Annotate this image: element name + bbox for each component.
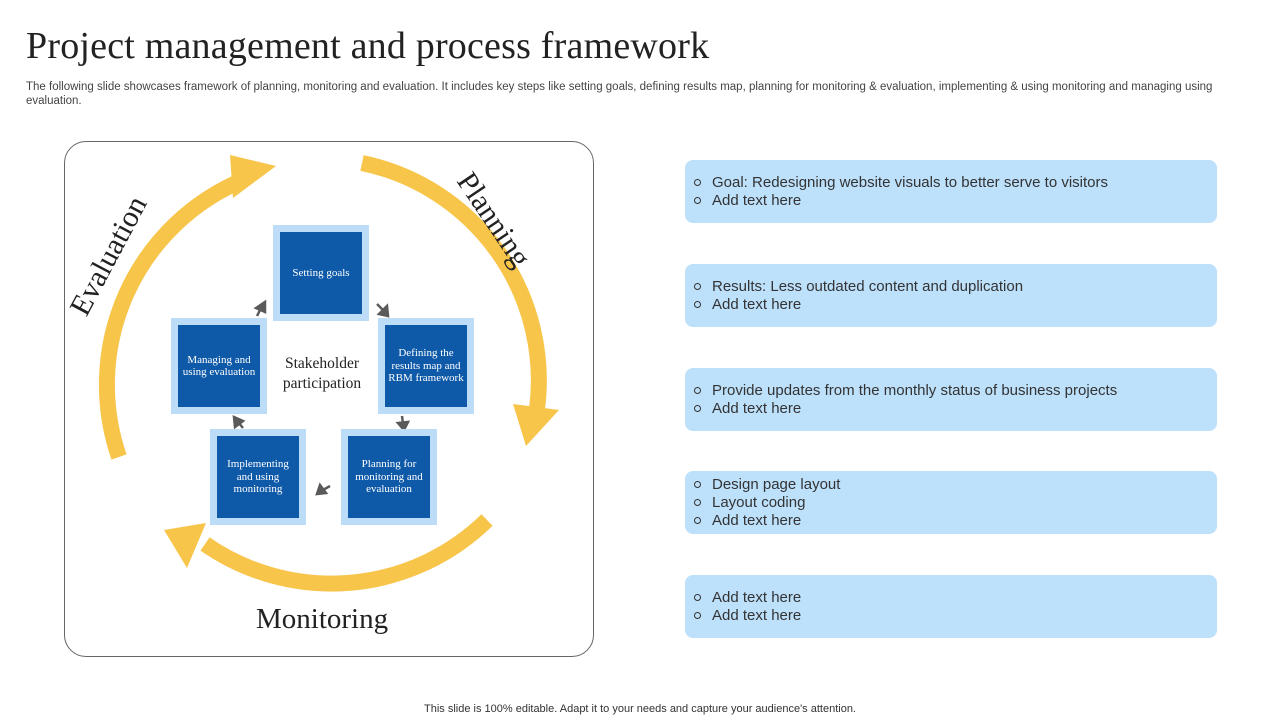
- step-label: Setting goals: [280, 232, 362, 314]
- bullet-item: Results: Less outdated content and dupli…: [694, 278, 1217, 296]
- monitoring-arc-arrow: [200, 514, 493, 592]
- info-card: Design page layout Layout coding Add tex…: [685, 471, 1217, 534]
- bullet-circle-icon: [694, 594, 701, 601]
- footer-note: This slide is 100% editable. Adapt it to…: [424, 703, 856, 715]
- bullet-text: Add text here: [712, 191, 802, 209]
- bullet-item: Goal: Redesigning website visuals to bet…: [694, 174, 1217, 192]
- bullet-item: Add text here: [694, 607, 1217, 625]
- bullet-circle-icon: [694, 387, 701, 394]
- slide-subtitle: The following slide showcases framework …: [26, 81, 1213, 107]
- bullet-circle-icon: [694, 197, 701, 204]
- bullet-circle-icon: [694, 405, 701, 412]
- bullet-circle-icon: [694, 481, 701, 488]
- phase-label-monitoring: Monitoring: [256, 603, 389, 635]
- bullet-item: Add text here: [694, 589, 1217, 607]
- bullet-circle-icon: [694, 499, 701, 506]
- bullet-text: Design page layout: [712, 475, 841, 493]
- step-box-implementing: Implementing and using monitoring: [210, 429, 306, 525]
- bullet-text: Add text here: [712, 399, 802, 417]
- bullet-item: Add text here: [694, 192, 1217, 210]
- bullet-circle-icon: [694, 283, 701, 290]
- step-box-defining-results: Defining the results map and RBM framewo…: [378, 318, 474, 414]
- step-label: Planning for monitoring and evaluation: [348, 436, 430, 518]
- bullet-circle-icon: [694, 612, 701, 619]
- bullet-item: Add text here: [694, 512, 1217, 530]
- bullet-text: Results: Less outdated content and dupli…: [712, 277, 1024, 295]
- evaluation-arc-arrow: [98, 172, 247, 460]
- slide-title: Project management and process framework: [26, 25, 710, 67]
- step-box-managing-evaluation: Managing and using evaluation: [171, 318, 267, 414]
- bullet-text: Add text here: [712, 588, 802, 606]
- bullet-text: Add text here: [712, 606, 802, 624]
- bullet-text: Provide updates from the monthly status …: [712, 381, 1118, 399]
- bullet-text: Goal: Redesigning website visuals to bet…: [712, 173, 1109, 191]
- info-card: Results: Less outdated content and dupli…: [685, 264, 1217, 327]
- bullet-item: Add text here: [694, 400, 1217, 418]
- step-box-planning-monitoring: Planning for monitoring and evaluation: [341, 429, 437, 525]
- info-card: Goal: Redesigning website visuals to bet…: [685, 160, 1217, 223]
- bullet-item: Add text here: [694, 296, 1217, 314]
- bullet-circle-icon: [694, 517, 701, 524]
- bullet-item: Design page layout: [694, 476, 1217, 494]
- bullet-text: Layout coding: [712, 493, 806, 511]
- step-label: Managing and using evaluation: [178, 325, 260, 407]
- center-label: Stakeholder participation: [282, 355, 362, 392]
- bullet-item: Provide updates from the monthly status …: [694, 382, 1217, 400]
- bullet-circle-icon: [694, 179, 701, 186]
- step-box-setting-goals: Setting goals: [273, 225, 369, 321]
- bullet-item: Layout coding: [694, 494, 1217, 512]
- bullet-circle-icon: [694, 301, 701, 308]
- bullet-text: Add text here: [712, 295, 802, 313]
- info-card: Add text here Add text here: [685, 575, 1217, 638]
- step-label: Implementing and using monitoring: [217, 436, 299, 518]
- planning-arrowhead: [513, 404, 559, 446]
- evaluation-arrowhead: [230, 155, 276, 198]
- planning-arc-arrow: [360, 155, 547, 411]
- step-label: Defining the results map and RBM framewo…: [385, 325, 467, 407]
- diagram-frame: [64, 141, 594, 657]
- monitoring-arrowhead: [164, 523, 206, 568]
- info-card: Provide updates from the monthly status …: [685, 368, 1217, 431]
- bullet-text: Add text here: [712, 511, 802, 529]
